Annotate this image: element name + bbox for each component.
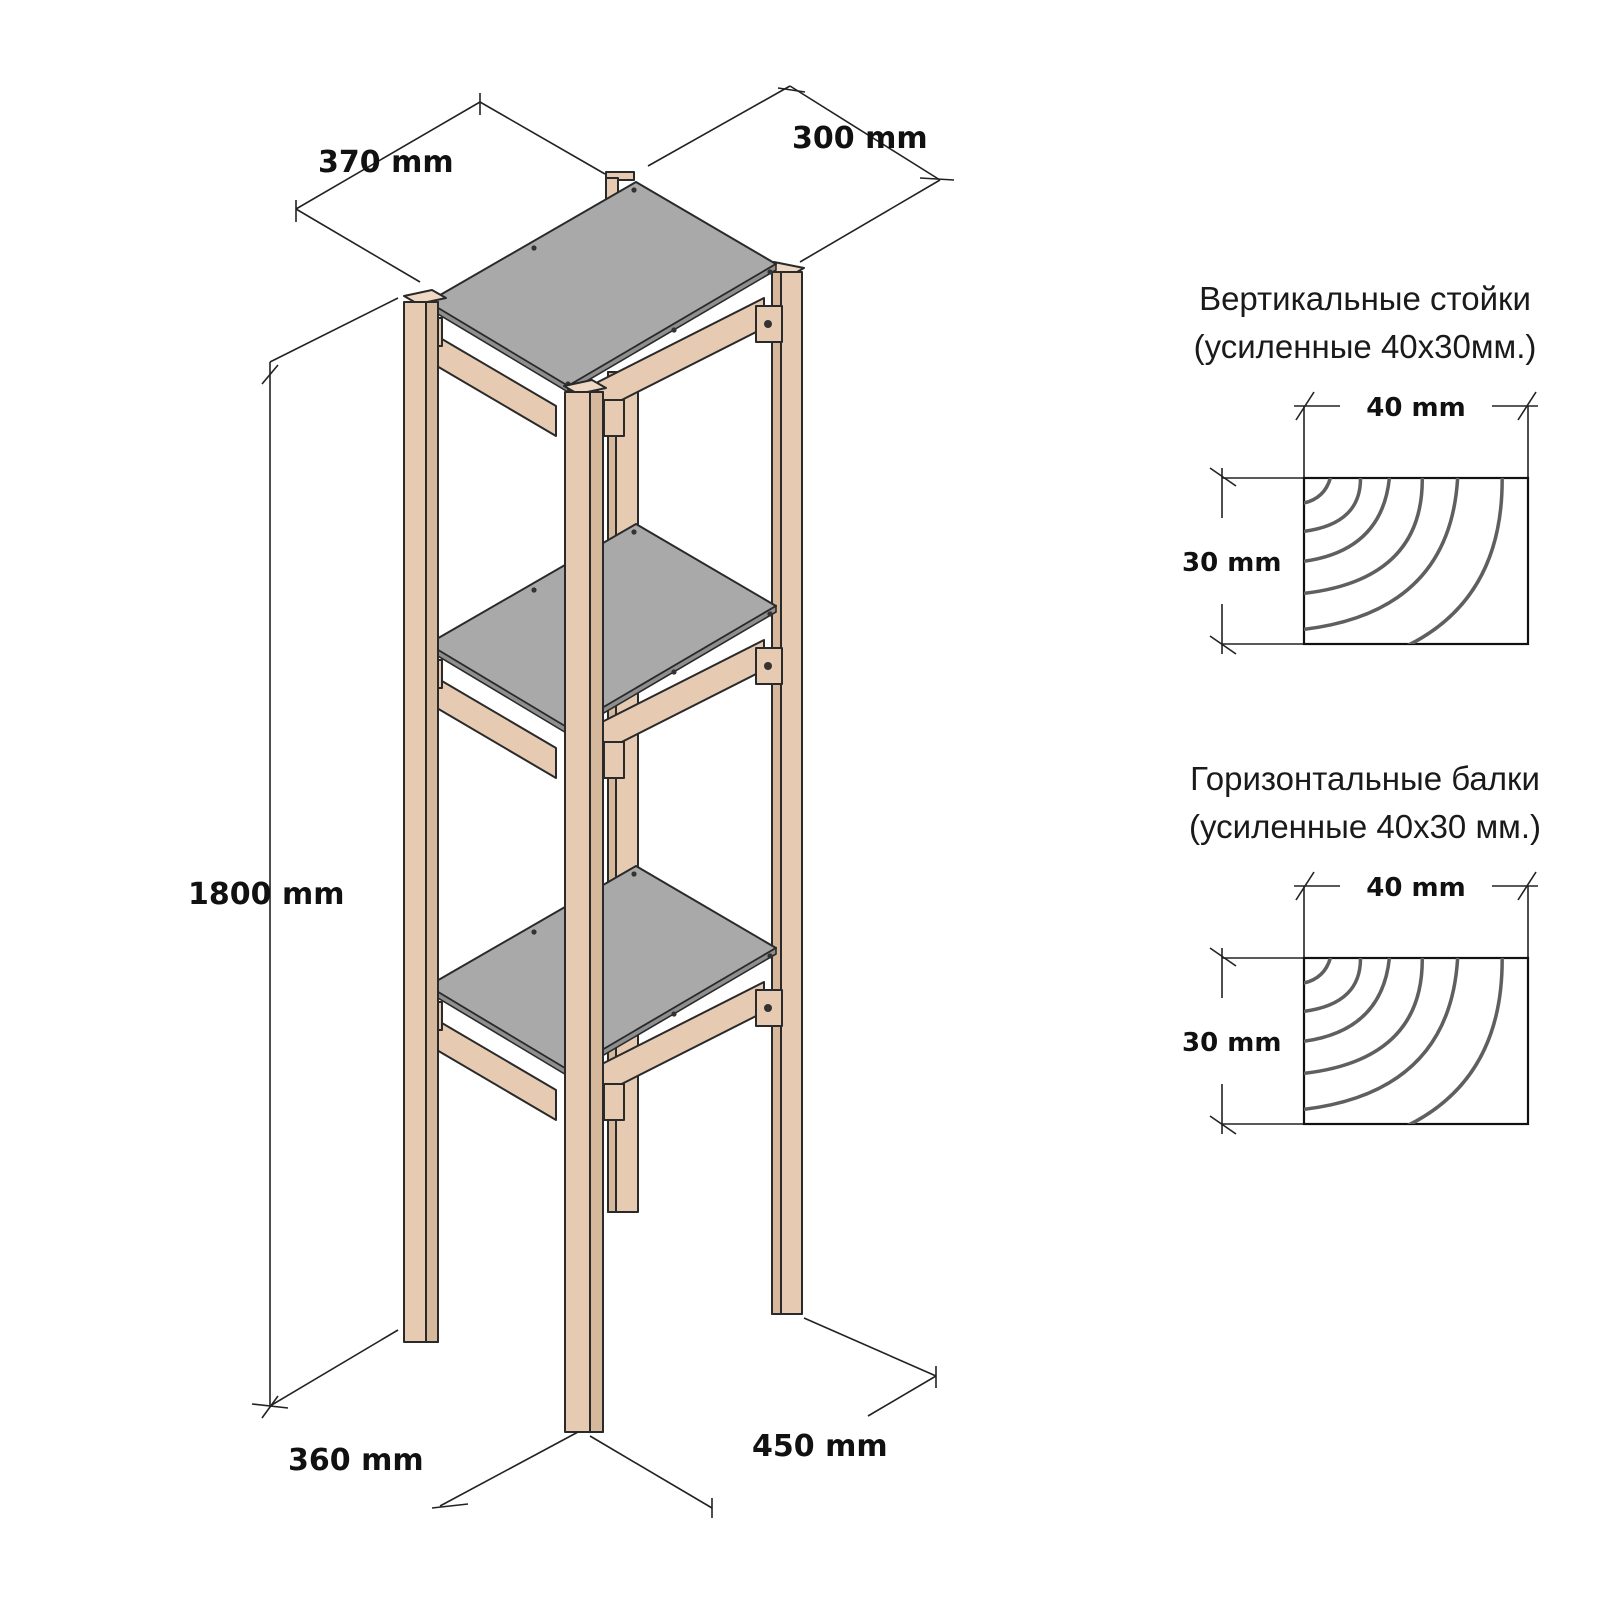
dimension-labels: 370 mm 300 mm 1800 mm 360 mm 450 mm [188,121,928,1478]
section-subtitle: (усиленные 40х30 мм.) [1189,808,1541,845]
front-left-leg [403,289,447,1343]
cross-sections: Вертикальные стойки (усиленные 40х30мм.) 4… [1182,280,1541,1135]
label-depth-bottom: 360 mm [288,1443,424,1478]
label-depth-top: 370 mm [318,145,454,180]
shelf-1 [417,181,783,437]
section-title: Горизонтальные балки [1190,760,1540,797]
front-center-leg [563,379,607,1433]
section-height-label: 30 mm [1182,1028,1281,1058]
section-panel-1: Вертикальные стойки (усиленные 40х30мм.) 4… [1182,280,1538,655]
section-width-label: 40 mm [1366,873,1465,903]
wood-cross-section [1302,476,1530,646]
label-width-bottom: 450 mm [752,1429,888,1464]
section-subtitle: (усиленные 40х30мм.) [1194,328,1537,365]
label-height: 1800 mm [188,877,344,912]
shelf-unit [403,171,805,1433]
section-title: Вертикальные стойки [1199,280,1531,317]
section-height-label: 30 mm [1182,548,1281,578]
wood-cross-section [1302,956,1530,1126]
section-panel-2: Горизонтальные балки (усиленные 40х30 мм.… [1182,760,1541,1135]
back-right-leg [759,261,805,1315]
label-width-top: 300 mm [792,121,928,156]
section-width-label: 40 mm [1366,393,1465,423]
dimension-lines [251,85,955,1518]
